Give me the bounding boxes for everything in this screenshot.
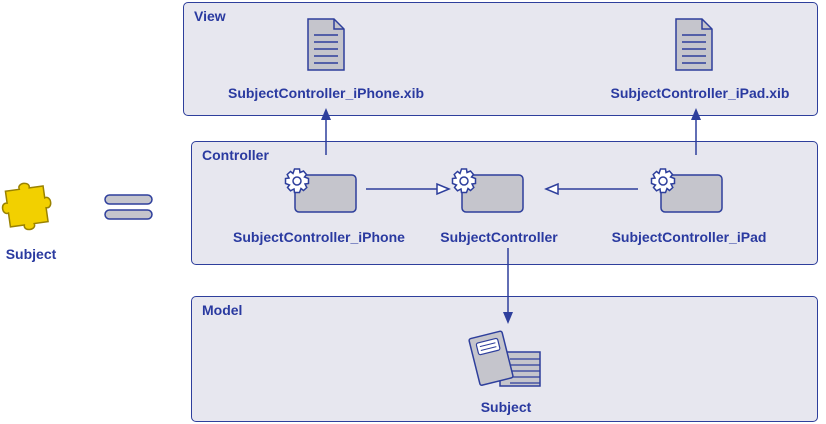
controller-base-label: SubjectController [440, 229, 558, 245]
model-subject-label: Subject [480, 399, 532, 415]
model-panel-title: Model [202, 302, 243, 318]
controller-iphone-label: SubjectController_iPhone [233, 229, 405, 245]
xib-file-iphone-label: SubjectController_iPhone.xib [227, 85, 425, 101]
gear-controller-icon [451, 168, 524, 213]
controller-ipad-label: SubjectController_iPad [611, 229, 767, 245]
equals-icon [104, 194, 153, 220]
view-panel-title: View [194, 8, 226, 24]
gear-controller-icon [284, 168, 357, 213]
xib-document-icon [307, 18, 345, 71]
books-model-icon [468, 330, 541, 387]
puzzle-piece-icon [1, 182, 52, 231]
controller-panel-title: Controller [202, 147, 269, 163]
xib-document-icon [675, 18, 713, 71]
gear-controller-icon [650, 168, 723, 213]
left-subject-label: Subject [5, 246, 57, 262]
xib-file-ipad-label: SubjectController_iPad.xib [610, 85, 790, 101]
